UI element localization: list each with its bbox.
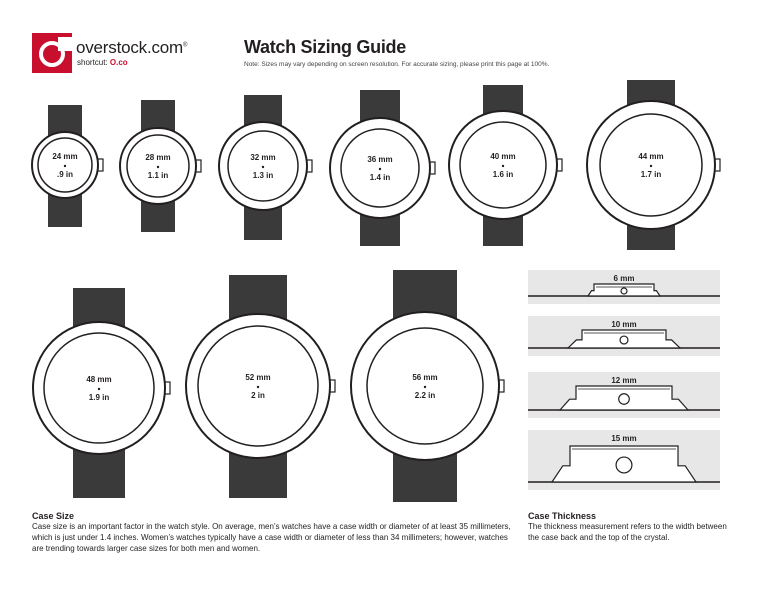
brand-name: overstock.com® [76, 38, 188, 57]
separator-dot [97, 387, 101, 391]
separator-dot [649, 164, 653, 168]
watch-size-inches: 1.3 in [253, 171, 274, 180]
thickness-panel-3: 12 mm [528, 372, 720, 418]
watch-3: 32 mm 1.3 in [218, 95, 313, 240]
watch-size-inches: 1.7 in [641, 170, 662, 179]
thickness-label: 12 mm [611, 376, 636, 385]
thickness-panel-2: 10 mm [528, 316, 720, 356]
thickness-panel-4: 15 mm [528, 430, 720, 490]
watch-size-mm: 56 mm [412, 373, 437, 382]
watch-size-inches: 1.4 in [370, 173, 391, 182]
watch-8: 52 mm 2 in [185, 275, 336, 498]
watch-size-inches: .9 in [57, 170, 73, 179]
watch-size-mm: 52 mm [245, 373, 270, 382]
watch-6: 44 mm 1.7 in [586, 80, 721, 250]
crown-icon [618, 393, 630, 405]
separator-dot [156, 165, 160, 169]
watch-size-mm: 44 mm [638, 152, 663, 161]
watch-size-mm: 32 mm [250, 153, 275, 162]
separator-dot [423, 385, 427, 389]
thickness-label: 6 mm [614, 274, 635, 283]
case-size-heading: Case Size [32, 511, 75, 521]
watch-size-inches: 1.1 in [148, 171, 169, 180]
crown-icon [615, 456, 633, 474]
separator-dot [378, 167, 382, 171]
watch-2: 28 mm 1.1 in [119, 100, 202, 232]
watch-9: 56 mm 2.2 in [350, 270, 505, 502]
crown-icon [620, 287, 628, 295]
case-thickness-description: The thickness measurement refers to the … [528, 522, 727, 542]
watch-size-mm: 48 mm [86, 375, 111, 384]
thickness-label: 10 mm [611, 320, 636, 329]
overstock-logo-icon [32, 33, 72, 73]
thickness-label: 15 mm [611, 434, 636, 443]
watch-size-inches: 2.2 in [415, 391, 436, 400]
watch-1: 24 mm .9 in [31, 105, 104, 227]
watch-size-inches: 1.9 in [89, 393, 110, 402]
watch-size-inches: 1.6 in [493, 170, 514, 179]
print-note: Note: Sizes may vary depending on screen… [244, 61, 550, 68]
watch-size-mm: 36 mm [367, 155, 392, 164]
separator-dot [256, 385, 260, 389]
page-title: Watch Sizing Guide [244, 37, 406, 57]
shortcut-code: O.co [109, 58, 128, 67]
case-size-description: Case size is an important factor in the … [32, 522, 511, 553]
crown-icon [619, 335, 629, 345]
separator-dot [63, 164, 67, 168]
shortcut-text: shortcut: O.co [77, 58, 128, 67]
watch-size-mm: 28 mm [145, 153, 170, 162]
watch-4: 36 mm 1.4 in [329, 90, 436, 246]
watch-5: 40 mm 1.6 in [448, 85, 563, 246]
separator-dot [501, 164, 505, 168]
case-thickness-heading: Case Thickness [528, 511, 597, 521]
watch-size-inches: 2 in [251, 391, 265, 400]
watch-size-mm: 24 mm [52, 152, 77, 161]
separator-dot [261, 165, 265, 169]
watch-size-mm: 40 mm [490, 152, 515, 161]
thickness-panel-1: 6 mm [528, 270, 720, 304]
watch-7: 48 mm 1.9 in [32, 288, 171, 498]
